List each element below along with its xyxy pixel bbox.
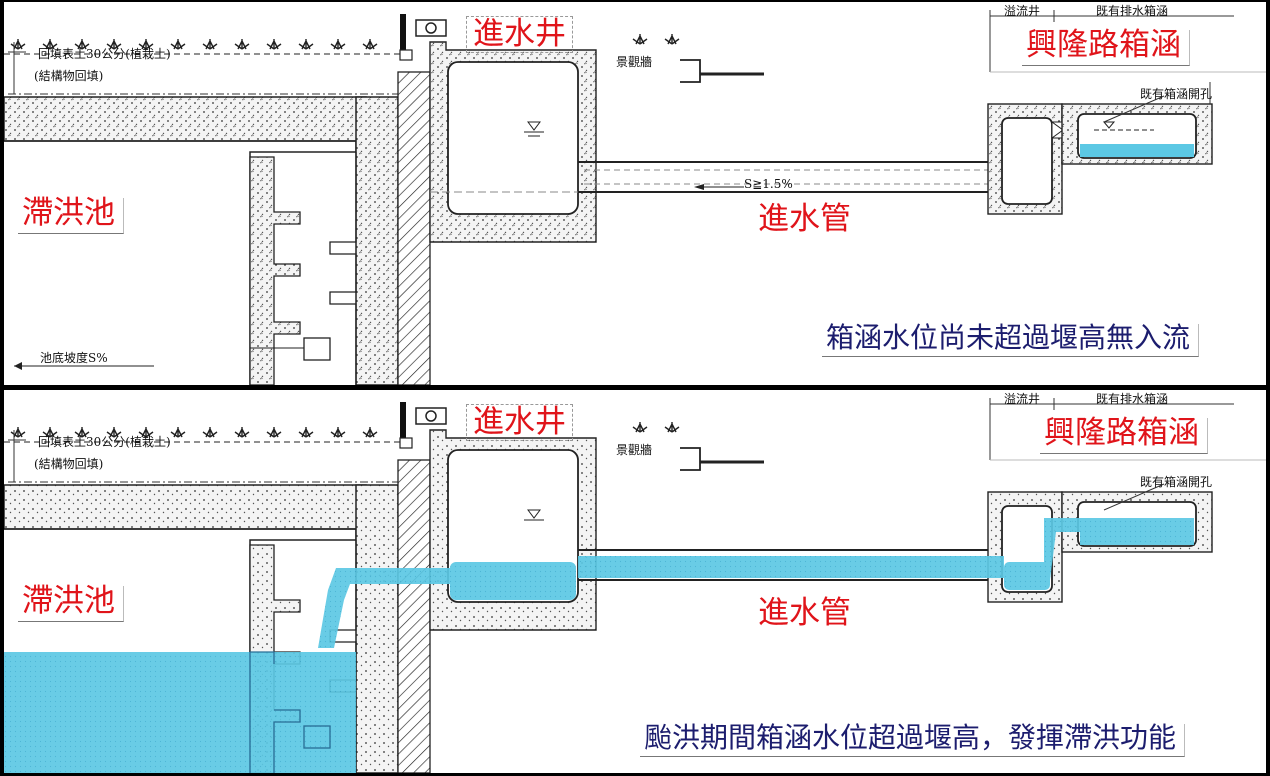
panel-flood-inflow: 回填表土30公分(植栽土) (結構物回填) 景觀牆 溢流井 既有排水箱涵 既有箱… (4, 390, 1266, 773)
existing-culvert-label: 既有排水箱涵 (1096, 392, 1169, 406)
existing-opening-label: 既有箱涵開孔 (1140, 475, 1213, 489)
caption-no-inflow: 箱涵水位尚未超過堰高無入流 (822, 324, 1200, 357)
pond-slope-label: 池底坡度S% (40, 351, 108, 365)
inlet-pipe-label: 進水管 (758, 595, 851, 631)
inlet-pipe-label: 進水管 (758, 201, 851, 237)
caption-flood: 颱洪期間箱涵水位超過堰高，發揮滯洪功能 (640, 724, 1186, 757)
inlet-well-label: 進水井 (466, 404, 573, 441)
pipe-slope-label: S≧1.5% (744, 177, 793, 191)
landscape-wall-label: 景觀牆 (616, 443, 653, 457)
flood-water (4, 518, 1194, 773)
plants (4, 34, 680, 55)
box-culvert-label: 興隆路箱涵 (1022, 30, 1190, 66)
pond-label: 滯洪池 (18, 586, 124, 622)
landscape-wall-label: 景觀牆 (616, 55, 653, 69)
section-drawing-flood (4, 398, 1266, 773)
backfill-note: 回填表土30公分(植栽土) (38, 435, 171, 449)
existing-opening-label: 既有箱涵開孔 (1140, 87, 1213, 101)
backfill-note-2: (結構物回填) (34, 69, 104, 83)
backfill-note-2: (結構物回填) (34, 457, 104, 471)
section-drawing (4, 10, 1266, 385)
existing-culvert-label: 既有排水箱涵 (1096, 4, 1169, 18)
backfill-note: 回填表土30公分(植栽土) (38, 47, 171, 61)
inlet-well-label: 進水井 (466, 16, 573, 53)
overflow-well-label: 溢流井 (1004, 392, 1041, 406)
overflow-well-label: 溢流井 (1004, 4, 1041, 18)
pond-label: 滯洪池 (18, 198, 124, 234)
box-culvert-label: 興隆路箱涵 (1040, 418, 1208, 454)
panel-no-inflow: 回填表土30公分(植栽土) (結構物回填) 景觀牆 溢流井 既有排水箱涵 既有箱… (4, 2, 1266, 385)
